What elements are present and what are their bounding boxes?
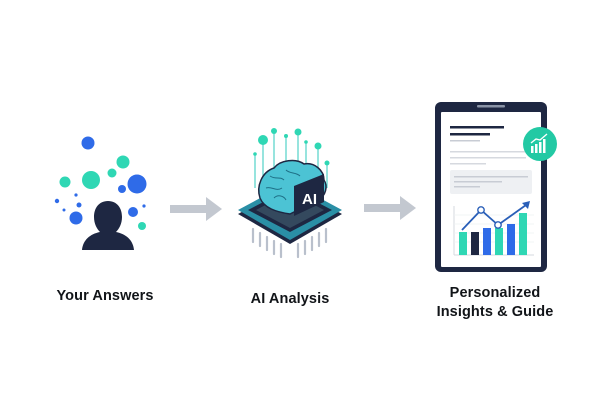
label-your-answers: Your Answers	[56, 288, 154, 304]
svg-text:AI: AI	[302, 191, 317, 208]
step-your-answers	[45, 130, 155, 250]
label-personalized-line1: Personalized	[449, 285, 541, 301]
step-ai-analysis: AI	[230, 128, 350, 268]
step-personalized-insights	[432, 100, 562, 278]
arrow-right-icon	[364, 196, 416, 220]
arrow-right-icon	[170, 197, 222, 221]
tablet-report-icon	[435, 102, 557, 272]
label-ai-analysis: AI Analysis	[250, 291, 330, 307]
ai-brain-chip-icon: AI	[238, 128, 342, 259]
user-with-bubbles-icon	[54, 136, 147, 250]
label-personalized-line2: Insights & Guide	[436, 304, 554, 320]
